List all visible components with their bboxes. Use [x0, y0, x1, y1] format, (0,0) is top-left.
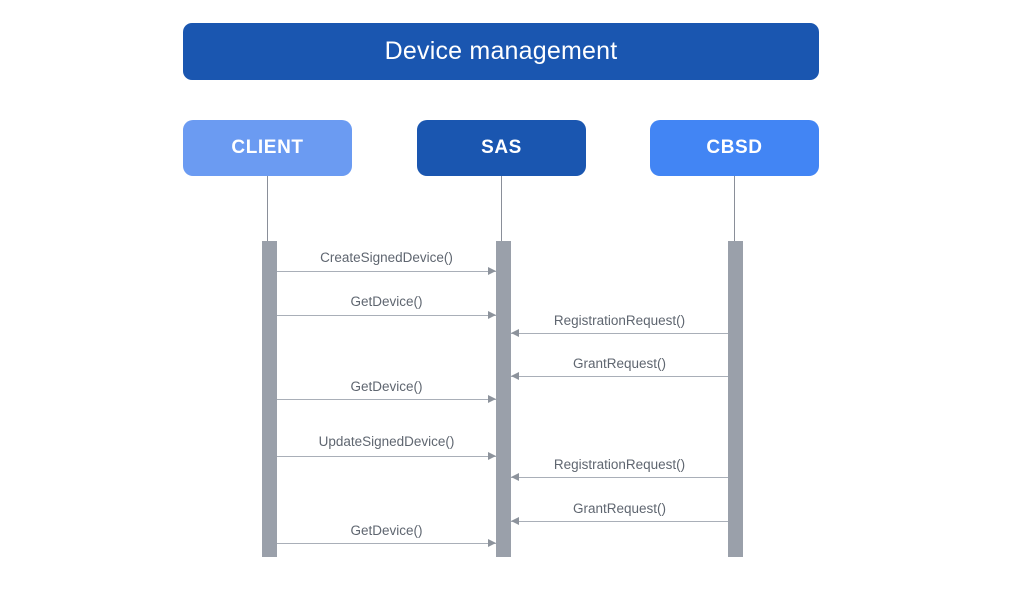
message-label: RegistrationRequest() — [553, 313, 686, 328]
participant-cbsd[interactable]: CBSD — [650, 120, 819, 176]
lifeline-cbsd — [734, 176, 735, 242]
message-label: CreateSignedDevice() — [320, 250, 453, 265]
message-line — [277, 543, 496, 544]
message-line — [277, 399, 496, 400]
activation-bar-cbsd — [728, 241, 743, 557]
message-line — [277, 456, 496, 457]
message-line — [511, 376, 728, 377]
lifeline-client — [267, 176, 268, 242]
participant-label: SAS — [481, 137, 522, 158]
activation-bar-client — [262, 241, 277, 557]
message-label: UpdateSignedDevice() — [318, 434, 455, 449]
participant-label: CLIENT — [231, 137, 304, 158]
message-label: RegistrationRequest() — [553, 457, 686, 472]
arrow-head-left-icon — [511, 372, 519, 380]
lifeline-sas — [501, 176, 502, 242]
message-label: GrantRequest() — [572, 356, 667, 371]
message-line — [277, 315, 496, 316]
participant-client[interactable]: CLIENT — [183, 120, 352, 176]
message-label: GetDevice() — [350, 523, 423, 538]
arrow-head-right-icon — [488, 452, 496, 460]
activation-bar-sas — [496, 241, 511, 557]
message-label: GetDevice() — [350, 294, 423, 309]
arrow-head-left-icon — [511, 473, 519, 481]
message-label: GrantRequest() — [572, 501, 667, 516]
message-line — [511, 521, 728, 522]
arrow-head-right-icon — [488, 267, 496, 275]
diagram-title: Device management — [384, 37, 618, 65]
participant-label: CBSD — [706, 137, 763, 158]
message-line — [277, 271, 496, 272]
message-label: GetDevice() — [350, 379, 423, 394]
message-line — [511, 333, 728, 334]
arrow-head-right-icon — [488, 395, 496, 403]
participant-sas[interactable]: SAS — [417, 120, 586, 176]
arrow-head-right-icon — [488, 539, 496, 547]
arrow-head-left-icon — [511, 329, 519, 337]
arrow-head-right-icon — [488, 311, 496, 319]
diagram-title-bar: Device management — [183, 23, 819, 80]
message-line — [511, 477, 728, 478]
arrow-head-left-icon — [511, 517, 519, 525]
